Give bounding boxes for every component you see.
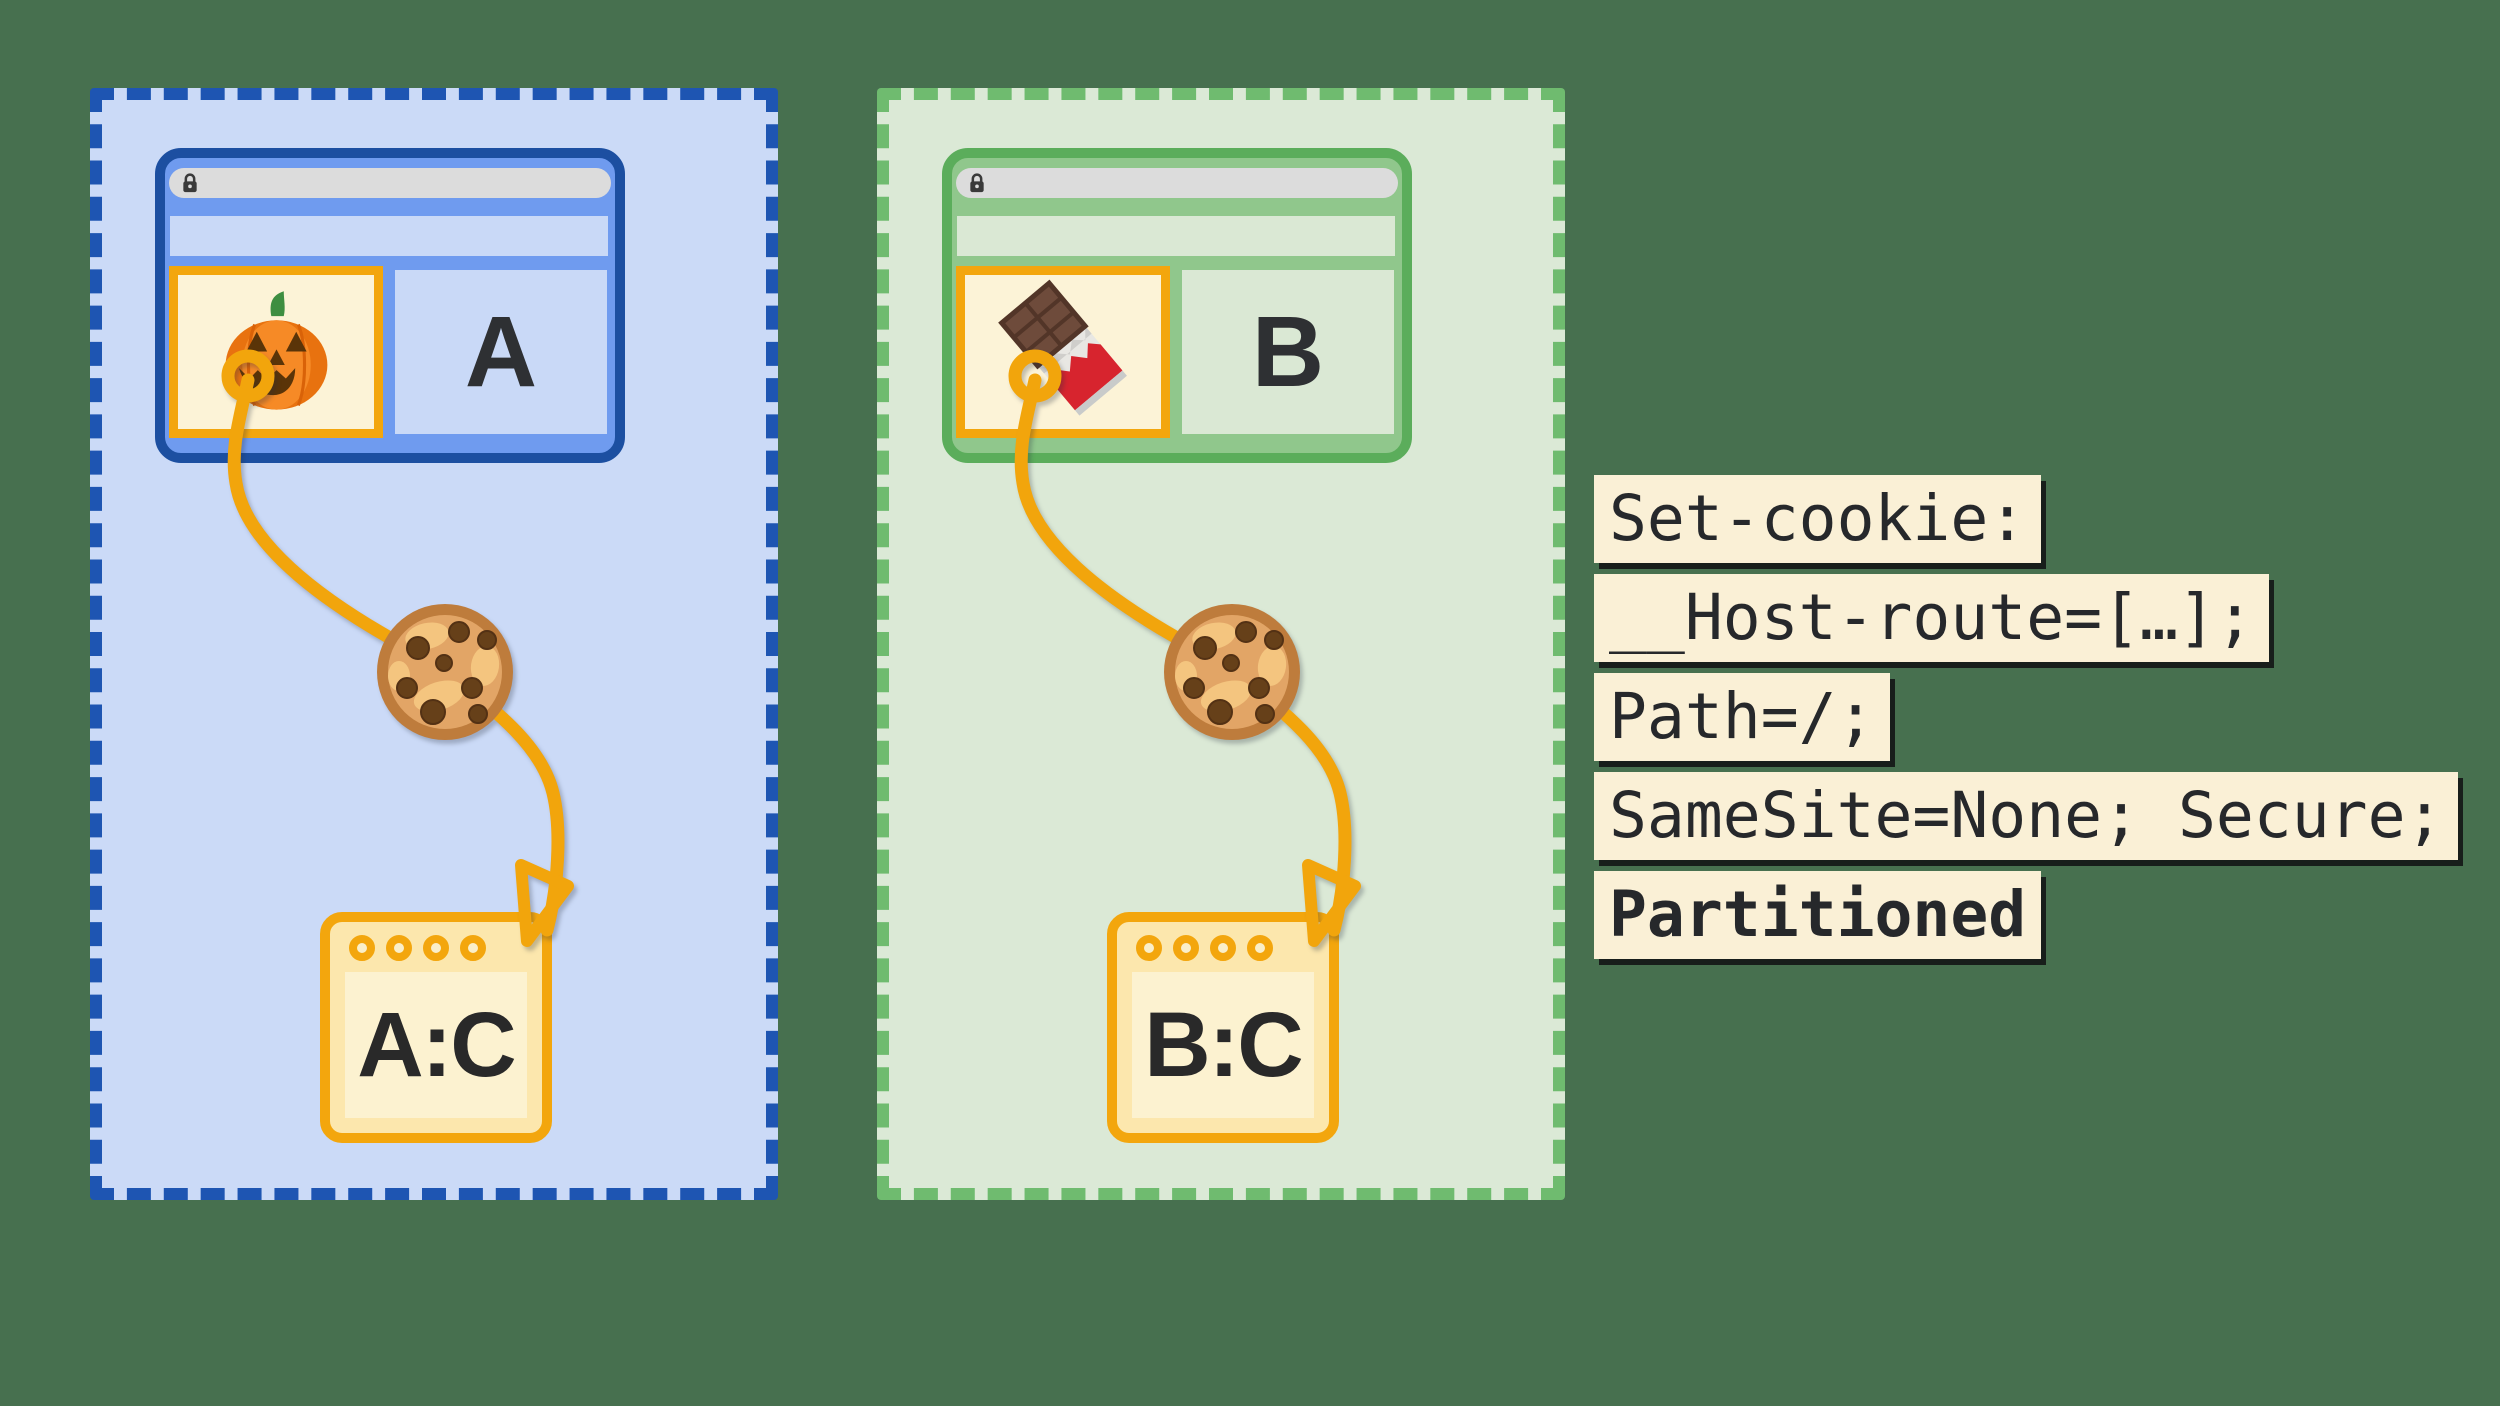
embedded-iframe-a [169,266,383,438]
partition-site-b: B B:C [877,88,1565,1200]
chocolate-icon [998,279,1127,416]
code-line: Path=/; [1594,673,1890,761]
lock-icon [183,173,197,193]
pumpkin-icon [225,290,327,410]
site-label-pane-a: A [395,270,607,434]
address-bar [169,168,611,198]
site-label-pane-b: B [1182,270,1394,434]
code-line: Set-cookie: [1594,475,2042,563]
page-content-band [170,216,608,256]
page-content-band [957,216,1395,256]
cookie-jar-a: A:C [320,912,552,1143]
address-bar [956,168,1398,198]
site-letter-a: A [464,295,538,408]
partition-site-a: A A:C [90,88,778,1200]
jar-window-dots [1136,935,1273,961]
set-cookie-snippet: Set-cookie: __Host-route=[…]; Path=/; Sa… [1594,475,2459,959]
lock-icon [970,173,984,193]
cookie-jar-b: B:C [1107,912,1339,1143]
embedded-iframe-b [956,266,1170,438]
jar-window-dots [349,935,486,961]
cookie-icon [377,604,513,740]
partition-key-label-a: A:C [357,993,517,1096]
browser-window-a: A [155,148,625,463]
jar-dot [460,935,486,961]
browser-window-b: B [942,148,1412,463]
code-line: SameSite=None; Secure; [1594,772,2459,860]
jar-dot [1210,935,1236,961]
cookie-icon [1164,604,1300,740]
jar-content: A:C [345,972,527,1118]
jar-dot [349,935,375,961]
jar-dot [423,935,449,961]
code-line: __Host-route=[…]; [1594,574,2269,662]
jar-dot [1136,935,1162,961]
jar-dot [386,935,412,961]
site-letter-b: B [1251,295,1325,408]
partition-key-label-b: B:C [1144,993,1304,1096]
code-line-partitioned: Partitioned [1594,871,2042,959]
jar-content: B:C [1132,972,1314,1118]
jar-dot [1247,935,1273,961]
jar-dot [1173,935,1199,961]
